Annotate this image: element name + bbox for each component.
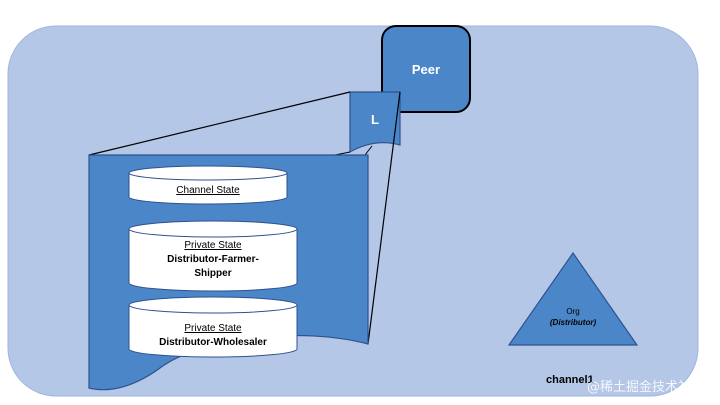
org-name: (Distributor): [550, 318, 597, 327]
db-private-state-dw: Private State Distributor-Wholesaler: [128, 296, 298, 358]
db-private-state-dfs-title: Private State: [184, 240, 242, 251]
zoom-line-top: [88, 91, 351, 156]
zoom-line-bottom: [367, 91, 401, 345]
db-private-state-dfs-subtitle-1: Distributor-Farmer-: [167, 254, 259, 265]
db-channel-state-title: Channel State: [176, 185, 240, 196]
ledger-node: L: [349, 91, 401, 154]
db-private-state-dw-subtitle: Distributor-Wholesaler: [159, 337, 267, 348]
zoom-line-inner-2: [364, 145, 373, 156]
db-private-state-dfs-subtitle-2: Shipper: [194, 268, 231, 279]
db-channel-state: Channel State: [128, 165, 288, 205]
ledger-label: L: [371, 112, 379, 127]
org-node: Org (Distributor): [507, 251, 639, 346]
channel-label: channel1: [546, 374, 594, 386]
db-private-state-dfs: Private State Distributor-Farmer- Shippe…: [128, 220, 298, 292]
db-private-state-dw-title: Private State: [184, 323, 242, 334]
watermark: @稀土掘金技术社区: [586, 380, 704, 395]
peer-node: Peer: [381, 25, 471, 113]
org-label: Org: [566, 307, 579, 316]
peer-label: Peer: [412, 62, 440, 77]
